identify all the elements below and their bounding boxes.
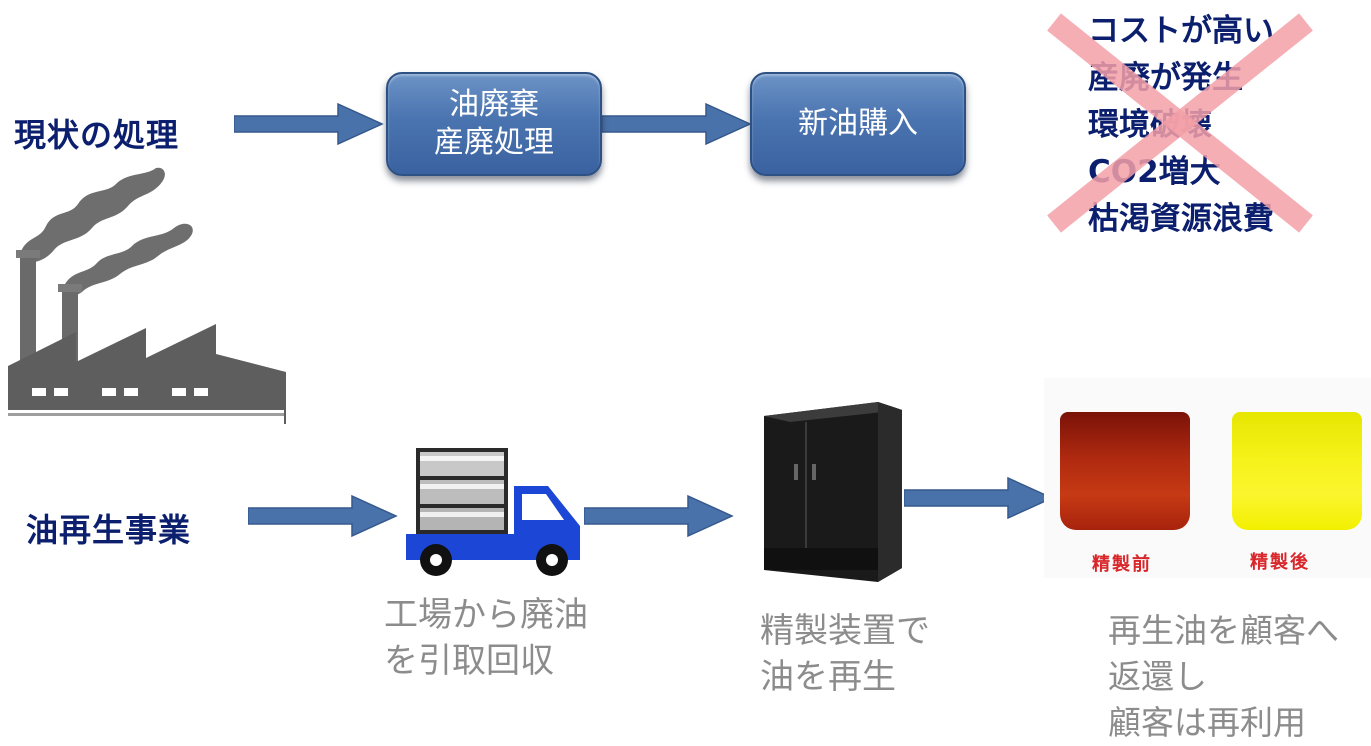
- problem-item: コストが高い: [1088, 13, 1274, 49]
- recycling-business-label: 油再生事業: [26, 511, 192, 549]
- caption-refining: 精製装置で 油を再生: [760, 608, 930, 700]
- caption-line: 顧客は再利用: [1108, 703, 1306, 742]
- sample-jar-before: [1060, 412, 1190, 530]
- arrow-icon: [584, 494, 734, 538]
- problems-list: コストが高い 産廃が発生 環境破壊 CO2増大 枯渇資源浪費: [1088, 8, 1274, 243]
- factory-icon: [8, 167, 286, 426]
- arrow-icon: [234, 102, 384, 146]
- refining-machine-icon: [764, 402, 902, 582]
- step-box-oil-disposal: 油廃棄 産廃処理: [386, 72, 602, 176]
- step-box-line: 産廃処理: [434, 125, 554, 160]
- caption-line: 再生油を顧客へ: [1108, 611, 1339, 650]
- oil-samples-image: 精製前 精製後: [1044, 378, 1371, 578]
- caption-line: 返還し: [1108, 657, 1207, 696]
- caption-line: を引取回収: [384, 641, 554, 681]
- caption-collection: 工場から廃油 を引取回収: [384, 592, 588, 684]
- caption-line: 精製装置で: [760, 611, 930, 651]
- problem-item: 枯渇資源浪費: [1088, 201, 1274, 237]
- sample-label-after: 精製後: [1250, 552, 1310, 573]
- truck-icon: [406, 448, 580, 576]
- sample-label-before: 精製前: [1092, 554, 1152, 575]
- step-box-line: 油廃棄: [449, 87, 539, 122]
- caption-return: 再生油を顧客へ 返還し 顧客は再利用: [1108, 608, 1339, 746]
- current-process-label: 現状の処理: [14, 116, 180, 154]
- caption-line: 工場から廃油: [384, 595, 588, 635]
- arrow-icon: [904, 476, 1054, 520]
- caption-line: 油を再生: [760, 657, 896, 697]
- arrow-icon: [602, 102, 752, 146]
- step-box-new-oil-purchase: 新油購入: [750, 72, 966, 176]
- sample-jar-after: [1232, 412, 1362, 530]
- step-box-line: 新油購入: [798, 106, 918, 141]
- cross-icon: [1047, 13, 1313, 233]
- arrow-icon: [248, 494, 398, 538]
